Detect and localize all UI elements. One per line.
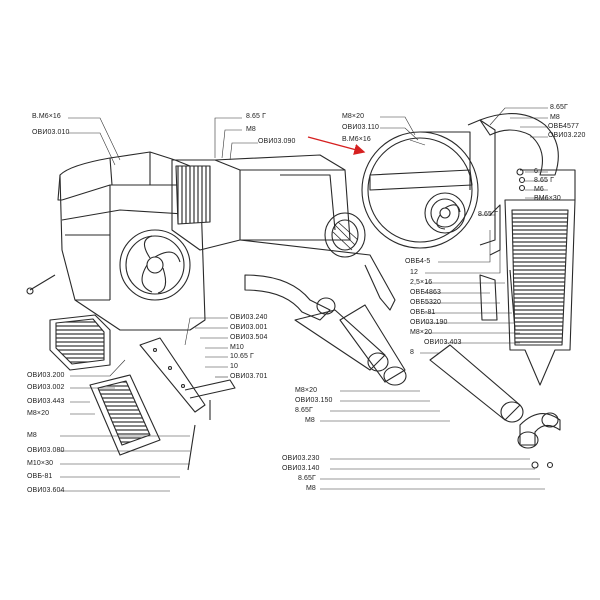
pipe-elbow-bottom (517, 412, 561, 449)
label-part-ovi03-140: ОВИ03.140 (282, 465, 320, 472)
label-bolt-m8x20-center: М8×20 (295, 387, 318, 394)
label-bolt-m10x30: М10×30 (27, 460, 54, 467)
label-nut-duct: М8 (246, 126, 256, 133)
label-part-ovi03-150: ОВИ03.150 (295, 397, 333, 404)
label-part-ovb5320: ОВБ5320 (410, 299, 441, 306)
label-item-8: 8 (410, 349, 414, 356)
label-washer-10-65: 10.65 Г (230, 353, 254, 360)
pipe-lower-right (429, 344, 524, 423)
transition-duct (171, 154, 351, 251)
label-washer-fan: 8.65 Г (478, 211, 498, 218)
label-part-right-elbow: ОВИ03.220 (548, 132, 586, 139)
label-nut-m8-bottom: М8 (306, 485, 316, 492)
right-outlet-grille (504, 169, 576, 386)
label-part-ovi03-001: ОВИ03.001 (230, 324, 268, 331)
leader-lines (60, 107, 548, 492)
label-bolt-fan-arrow: В.М6×16 (342, 136, 371, 143)
label-part-ovi03-443: ОВИ03.443 (27, 398, 65, 405)
label-washer-center: 8.65Г (295, 407, 313, 414)
frame-bracket-left (139, 337, 236, 413)
label-part-right-1: ОВБ4577 (548, 123, 579, 130)
left-fan-housing (57, 151, 206, 331)
label-nut-m6: М6 (534, 186, 544, 193)
label-washer-bottom: 8.65Г (298, 475, 316, 482)
left-support-rod (26, 274, 211, 471)
label-washer-duct: 8.65 Г (246, 113, 266, 120)
label-nut-m8-center: М8 (305, 417, 315, 424)
label-bolt-fan-top: М8×20 (342, 113, 365, 120)
label-item-10: 10 (230, 363, 238, 370)
label-part-ovi03-240: ОВИ03.240 (230, 314, 268, 321)
label-nut-m8-left: М8 (27, 432, 37, 439)
duct-inlet-ring (324, 212, 366, 258)
left-louver-intake (49, 314, 111, 371)
label-part-ovi03-190: ОВИ03.190 (410, 319, 448, 326)
label-bolt-m8x20-mid: М8×20 (410, 329, 433, 336)
label-item-6: 6 (534, 168, 538, 175)
label-part-ovi03-080: ОВИ03.080 (27, 447, 65, 454)
label-bolt-m6x30: ВМ6×30 (534, 195, 561, 202)
left-fan-wheel (119, 229, 191, 301)
label-part-ovb-81-right: ОВБ-81 (410, 309, 436, 316)
pipe-straight-2 (339, 304, 407, 386)
small-brackets (479, 269, 554, 469)
right-hardware-stack (489, 168, 526, 256)
label-bolt-m8x20-left: М8×20 (27, 410, 50, 417)
pipe-straight-1 (294, 309, 389, 372)
pipe-curved-upper (244, 274, 336, 321)
label-part-left-housing: ОВИ03.010 (32, 129, 70, 136)
label-part-duct: ОВИ03.090 (258, 138, 296, 145)
label-item-12: 12 (410, 269, 418, 276)
label-part-ovi03-701: ОВИ03.701 (230, 373, 268, 380)
label-washer-right-mid: 8.65 Г (534, 177, 554, 184)
label-part-ovi03-504: ОВИ03.504 (230, 334, 268, 341)
label-part-ovb4863: ОВБ4863 (410, 289, 441, 296)
label-washer-right-top: 8.65Г (550, 104, 568, 111)
label-part-ovi03-230: ОВИ03.230 (282, 455, 320, 462)
duct-rear-body (239, 239, 396, 311)
left-base-plate (89, 374, 161, 456)
label-part-ovi03-002: ОВИ03.002 (27, 384, 65, 391)
label-part-fan-housing: ОВИ03.110 (342, 124, 379, 131)
label-part-ovb4-5: ОВБ4-5 (405, 258, 431, 265)
right-fan-wheel (424, 192, 466, 234)
label-pin-2-5x16: 2,5×16 (410, 279, 433, 286)
highlight-arrow (307, 136, 366, 155)
label-nut-right-top: М8 (550, 114, 560, 121)
label-part-ovi03-604: ОВИ03.604 (27, 487, 65, 494)
label-nut-m10: М10 (230, 344, 244, 351)
right-fan-volute (361, 119, 496, 249)
label-bolt-top-left: В.М6×16 (32, 113, 61, 120)
label-part-ovi03-200: ОВИ03.200 (27, 372, 65, 379)
right-elbow (479, 113, 559, 176)
label-part-ovi03-403: ОВИ03.403 (424, 339, 462, 346)
label-part-ovb-81-left: ОВБ-81 (27, 473, 53, 480)
